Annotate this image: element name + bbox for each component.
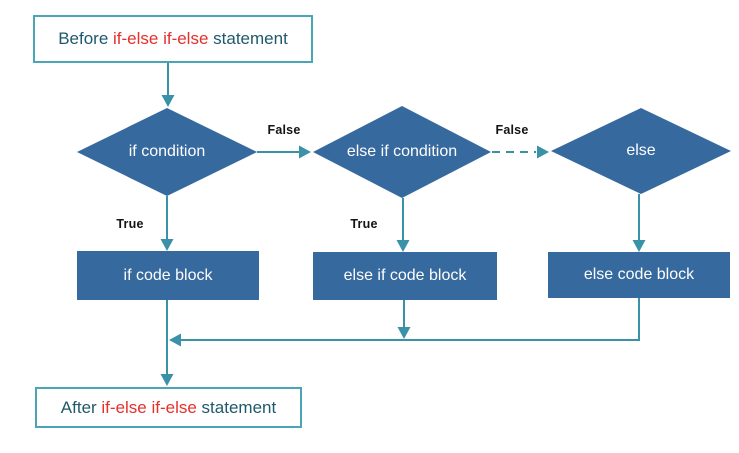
edge-label-false-if: False bbox=[267, 123, 301, 137]
arrowhead-elseif-false bbox=[537, 145, 549, 159]
terminal-before-statement: Before if-else if-else statement bbox=[33, 15, 313, 63]
process-elseif-code-block: else if code block bbox=[313, 252, 497, 300]
arrowhead-elseif-true bbox=[396, 240, 410, 252]
before-text-suffix: statement bbox=[208, 29, 288, 48]
arrow-elseblock-merge bbox=[180, 298, 640, 341]
decision-if-label: if condition bbox=[128, 143, 206, 160]
edge-label-true-elseif: True bbox=[350, 217, 378, 231]
before-text-highlight: if-else if-else bbox=[113, 29, 209, 48]
decision-else-label: else bbox=[626, 142, 656, 159]
after-text-suffix: statement bbox=[196, 397, 277, 417]
decision-elseif-condition: else if condition bbox=[313, 106, 491, 198]
arrowhead-elseblock-merge bbox=[169, 333, 181, 347]
terminal-after-statement: After if-else if-else statement bbox=[35, 387, 302, 428]
process-elseif-label: else if code block bbox=[343, 267, 467, 284]
process-else-code-block: else code block bbox=[548, 252, 730, 298]
decision-if-condition: if condition bbox=[77, 108, 257, 196]
arrowhead-if-true bbox=[160, 239, 174, 251]
arrowhead-elseifblock-merge bbox=[397, 327, 411, 339]
after-text-highlight: if-else if-else bbox=[101, 397, 197, 417]
process-if-label: if code block bbox=[123, 266, 213, 284]
before-text-prefix: Before bbox=[58, 29, 113, 48]
arrowhead-ifblock-to-after bbox=[160, 374, 174, 386]
edge-label-true-if: True bbox=[116, 217, 144, 231]
decision-else: else bbox=[551, 108, 731, 194]
arrowhead-before-to-if bbox=[161, 95, 175, 107]
edge-label-false-elseif: False bbox=[495, 123, 529, 137]
arrowhead-else-down bbox=[632, 240, 646, 252]
decision-elseif-label: else if condition bbox=[346, 143, 458, 160]
after-text-prefix: After bbox=[60, 397, 102, 417]
process-if-code-block: if code block bbox=[77, 251, 259, 300]
arrowhead-if-false bbox=[299, 145, 311, 159]
process-else-label: else code block bbox=[583, 266, 695, 283]
